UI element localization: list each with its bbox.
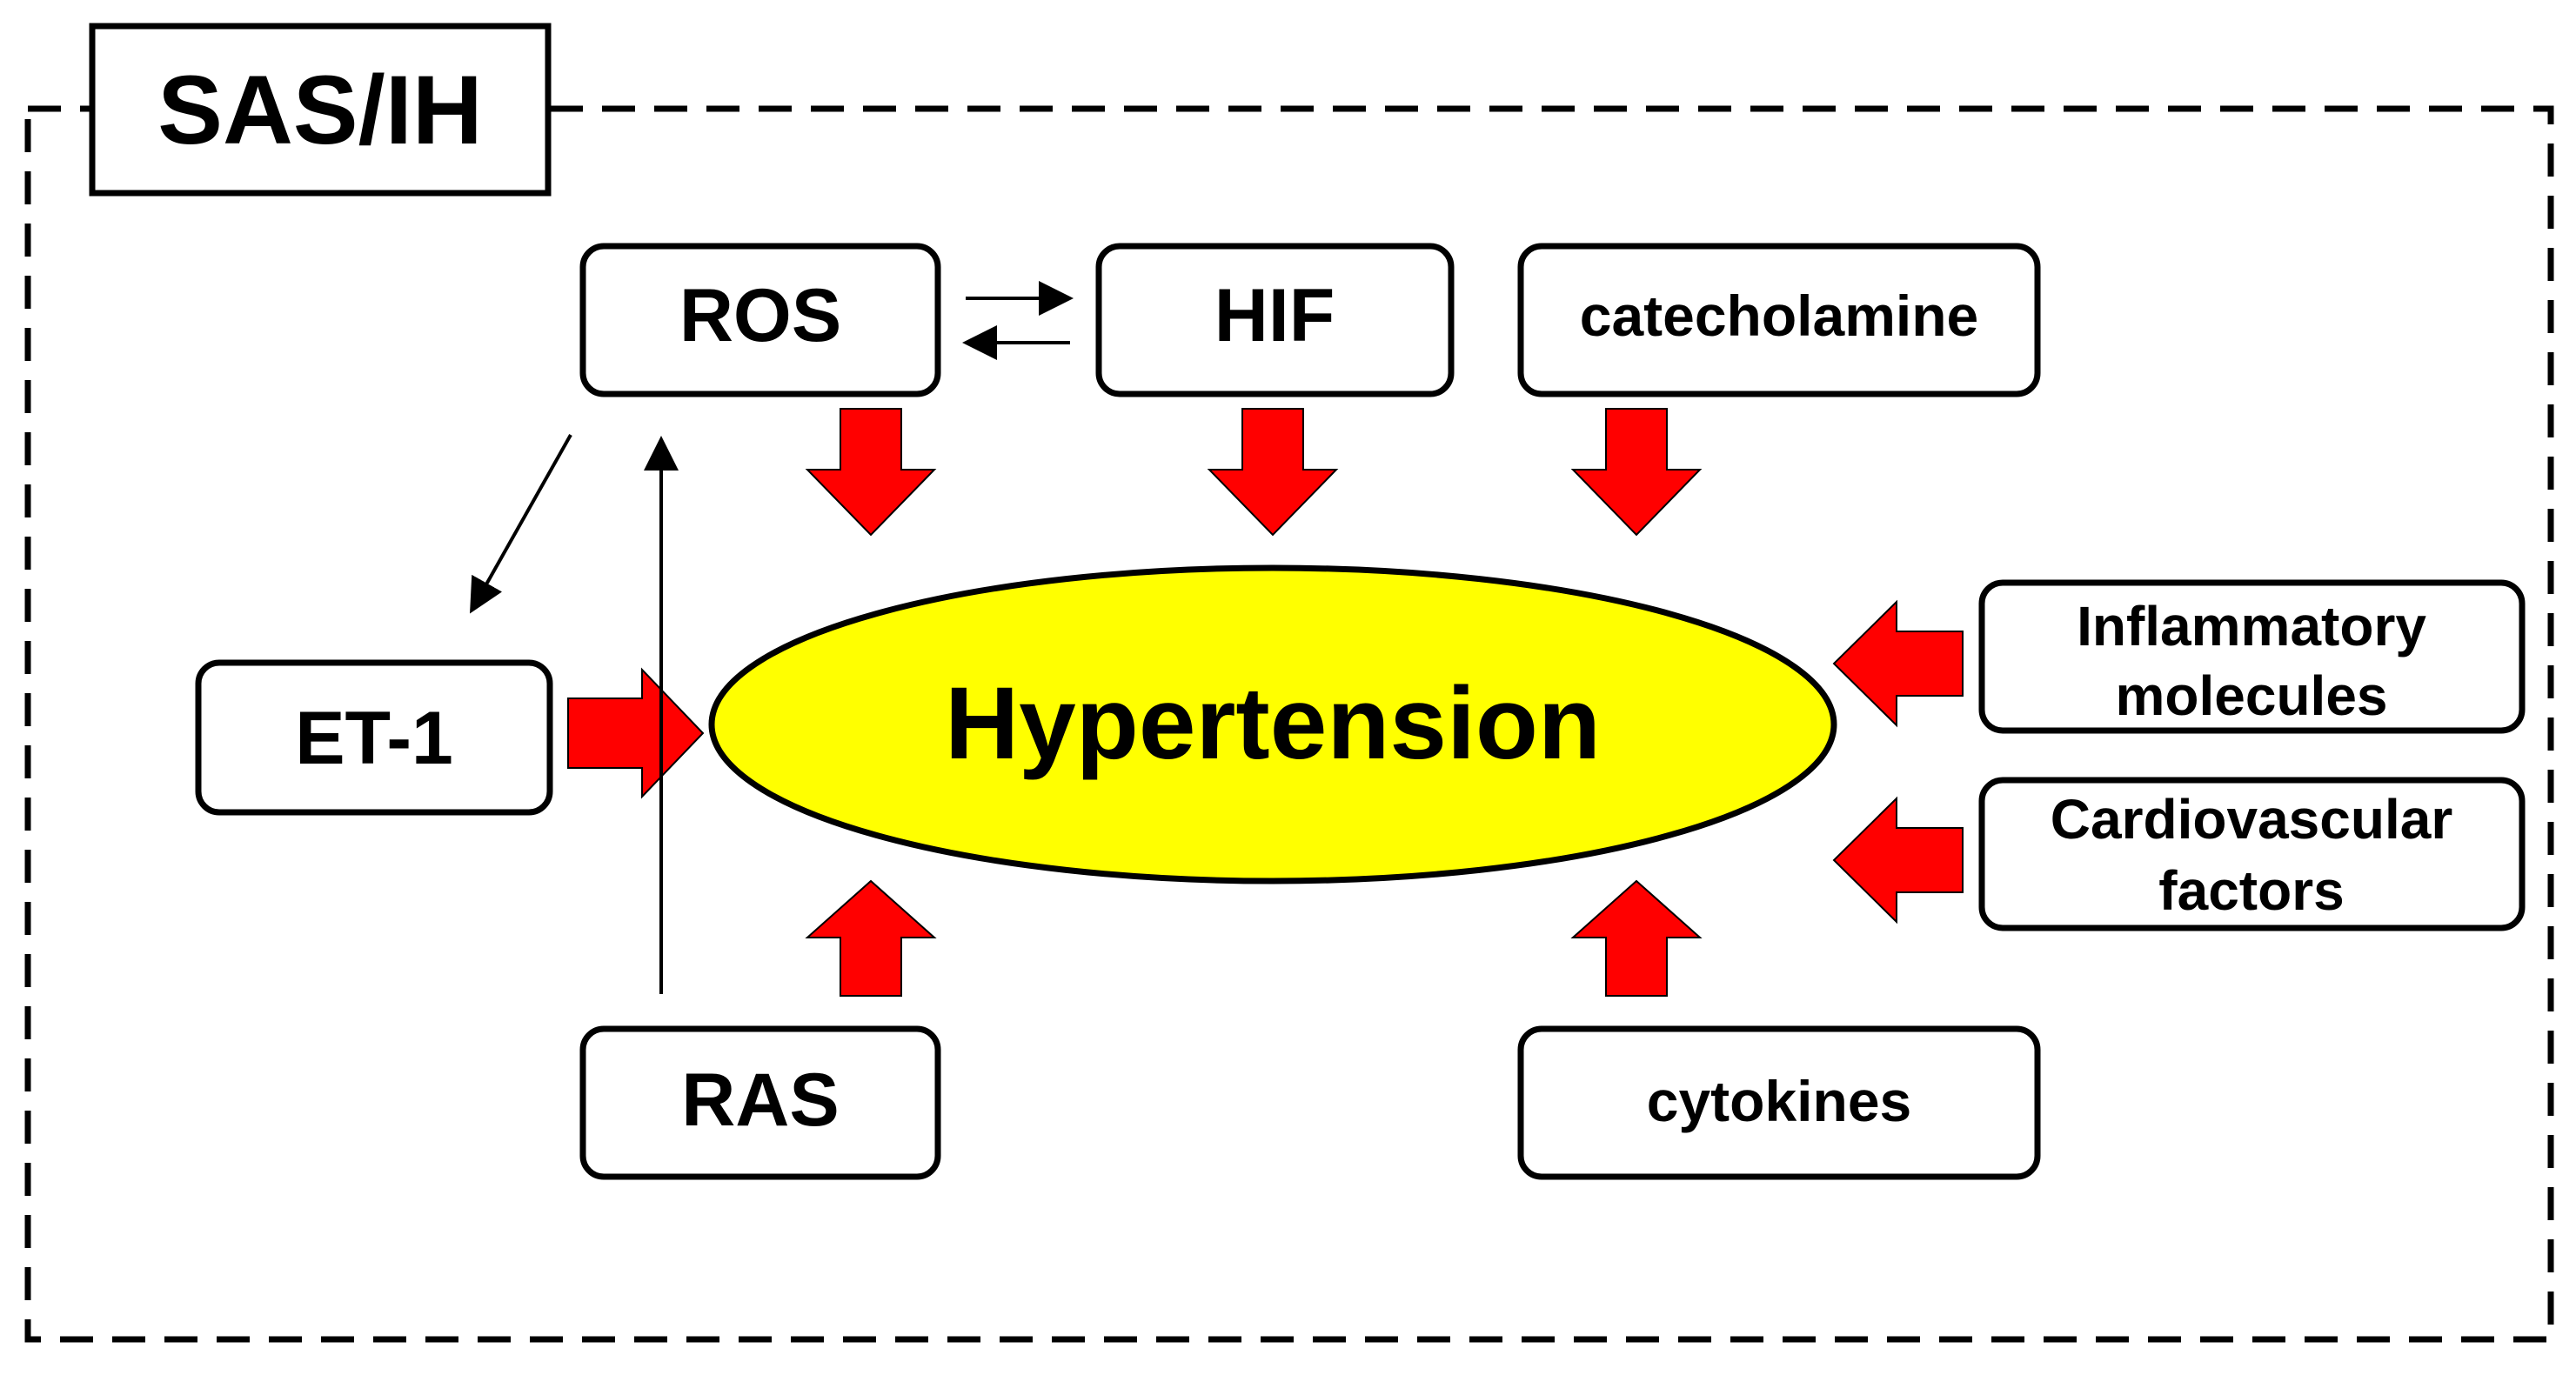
hif-to-hypertension-arrow <box>1207 408 1339 537</box>
hif-label: HIF <box>1214 274 1335 357</box>
ros-to-hypertension-arrow <box>805 408 937 537</box>
cytokines-to-hypertension-arrow <box>1570 879 1703 997</box>
hif-box <box>1095 243 1455 397</box>
ros-box <box>579 243 941 397</box>
catecholamine-box <box>1517 243 2041 397</box>
cardiovascular-to-hypertension-arrow <box>1832 796 1964 924</box>
catecholamine-label: catecholamine <box>1580 284 1979 348</box>
inflammatory-to-hypertension-arrow <box>1832 599 1964 728</box>
sas-ih-frame <box>24 105 2554 1343</box>
cytokines-box <box>1517 1025 2041 1180</box>
catecholamine-to-hypertension-arrow <box>1570 408 1703 537</box>
ras-to-hypertension-arrow <box>805 879 937 997</box>
et1-to-hypertension-arrow <box>567 667 705 799</box>
ros-label: ROS <box>679 274 841 357</box>
cytokines-label: cytokines <box>1647 1069 1911 1133</box>
inflammatory-box <box>1978 579 2526 734</box>
inflammatory-label-line1: Inflammatory <box>2077 595 2426 657</box>
inflammatory-label-line2: molecules <box>2115 664 2387 727</box>
ras-box <box>579 1025 941 1180</box>
hypertension-label: Hypertension <box>945 666 1601 781</box>
cardiovascular-label-line1: Cardiovascular <box>2051 788 2452 851</box>
et1-box <box>195 659 553 816</box>
ras-label: RAS <box>681 1058 840 1142</box>
et1-label: ET-1 <box>295 697 453 780</box>
cardiovascular-box <box>1978 777 2526 931</box>
cardiovascular-label-line2: factors <box>2158 859 2344 922</box>
frame-title-box <box>89 23 552 197</box>
frame-title: SAS/IH <box>157 56 482 164</box>
hypertension-ellipse <box>708 564 1837 884</box>
ros-to-et1-arrow <box>470 434 572 614</box>
